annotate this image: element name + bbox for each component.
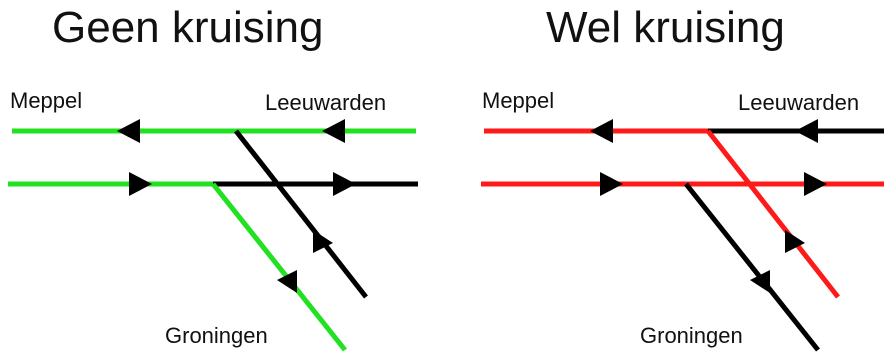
arrow-lower-east [804,172,827,196]
direction-arrows [117,119,356,293]
branch-from-groningen [234,129,368,299]
station-label-meppel: Meppel [10,88,83,113]
track-segments [481,128,884,352]
arrow-upper-east-segment [795,119,818,143]
track-diagram [481,119,884,352]
station-label-leeuwarden: Leeuwarden [738,90,860,115]
arrow-lower-west [129,172,152,196]
arrow-branch-down [277,270,297,293]
arrow-lower-west [600,172,623,196]
arrow-branch-up [313,230,333,253]
branch-to-groningen [211,182,347,352]
branch-to-groningen [684,182,820,352]
panel-title: Wel kruising [546,3,785,52]
panel-wel-kruising: Wel kruising Meppel Leeuwarden Groningen [442,0,884,352]
panel-geen-kruising: Geen kruising Meppel Leeuwarden Groninge… [8,3,418,352]
track-diagram [8,119,418,352]
direction-arrows [590,119,827,293]
station-label-leeuwarden: Leeuwarden [265,90,387,115]
arrow-upper-east-segment [322,119,345,143]
branch-from-groningen [706,129,840,299]
station-label-groningen: Groningen [640,323,743,348]
track-segments [8,128,418,352]
panel-title: Geen kruising [52,3,324,52]
arrow-upper-west [117,119,140,143]
arrow-branch-down [750,270,770,293]
arrow-upper-west [590,119,613,143]
arrow-lower-east [333,172,356,196]
station-label-groningen: Groningen [165,323,268,348]
arrow-branch-up [785,230,805,253]
station-label-meppel: Meppel [482,88,555,113]
